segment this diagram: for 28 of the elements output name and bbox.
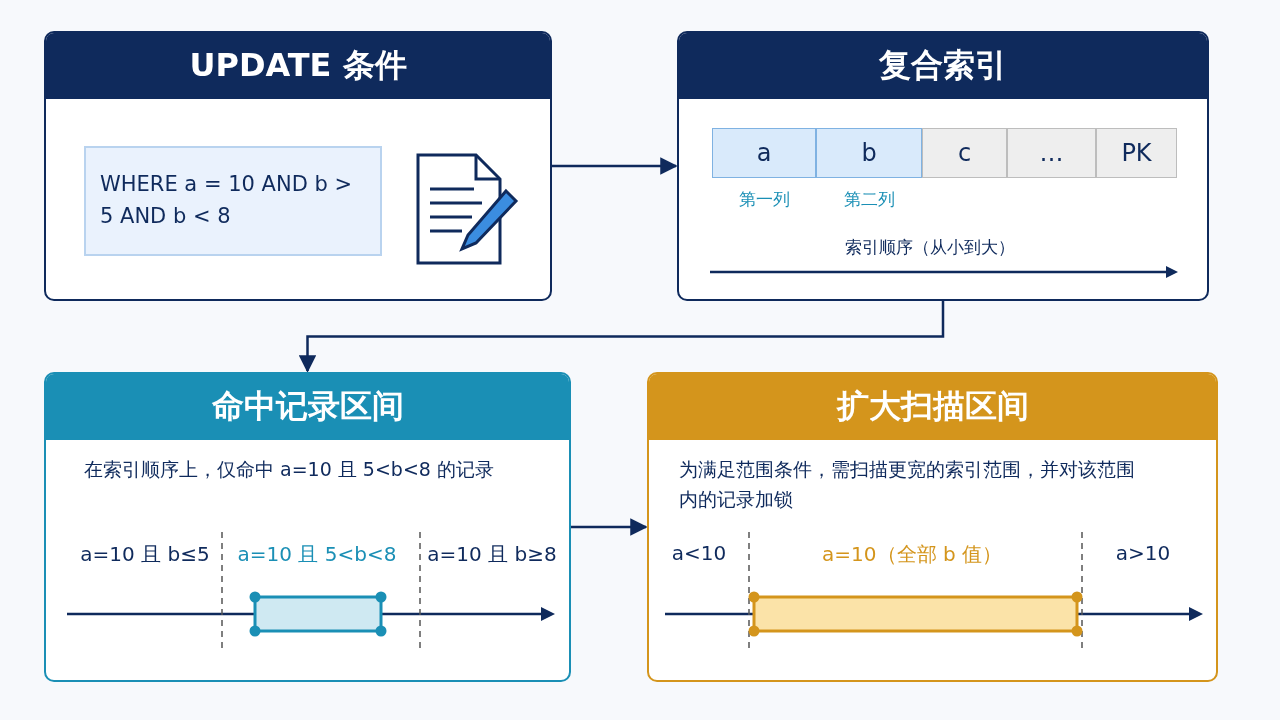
arrow (298, 301, 945, 373)
range-label: a=10 且 b≤5 (80, 541, 210, 568)
panel-heading: UPDATE 条件 (46, 33, 550, 99)
index-column: … (1007, 128, 1096, 178)
column-caption: 第二列 (842, 188, 896, 211)
index-column: PK (1096, 128, 1177, 178)
index-column: c (922, 128, 1007, 178)
arrow (552, 157, 678, 175)
panel-card (677, 31, 1209, 301)
panel-heading: 命中记录区间 (46, 374, 569, 440)
range-label: a=10 且 b≥8 (427, 541, 557, 568)
range-label: a=10（全部 b 值） (822, 541, 1002, 568)
panel-heading: 扩大扫描区间 (649, 374, 1216, 440)
axis-caption: 索引顺序（从小到大） (845, 236, 1015, 259)
range-label: a>10 (1115, 541, 1171, 565)
description-text: 在索引顺序上，仅命中 a=10 且 5<b<8 的记录 (84, 457, 495, 482)
condition-box: WHERE a = 10 AND b > 5 AND b < 8 (84, 146, 382, 256)
panel-card (44, 31, 552, 301)
arrow (571, 518, 648, 536)
range-label: a<10 (671, 541, 727, 565)
column-caption: 第一列 (737, 188, 791, 211)
description-text: 为满足范围条件，需扫描更宽的索引范围，并对该范围内的记录加锁 (679, 457, 1136, 512)
index-column: b (816, 128, 922, 178)
panel-card (44, 372, 571, 682)
panel-card (647, 372, 1218, 682)
panel-heading: 复合索引 (679, 33, 1207, 99)
index-column: a (712, 128, 816, 178)
range-label: a=10 且 5<b<8 (237, 541, 397, 568)
